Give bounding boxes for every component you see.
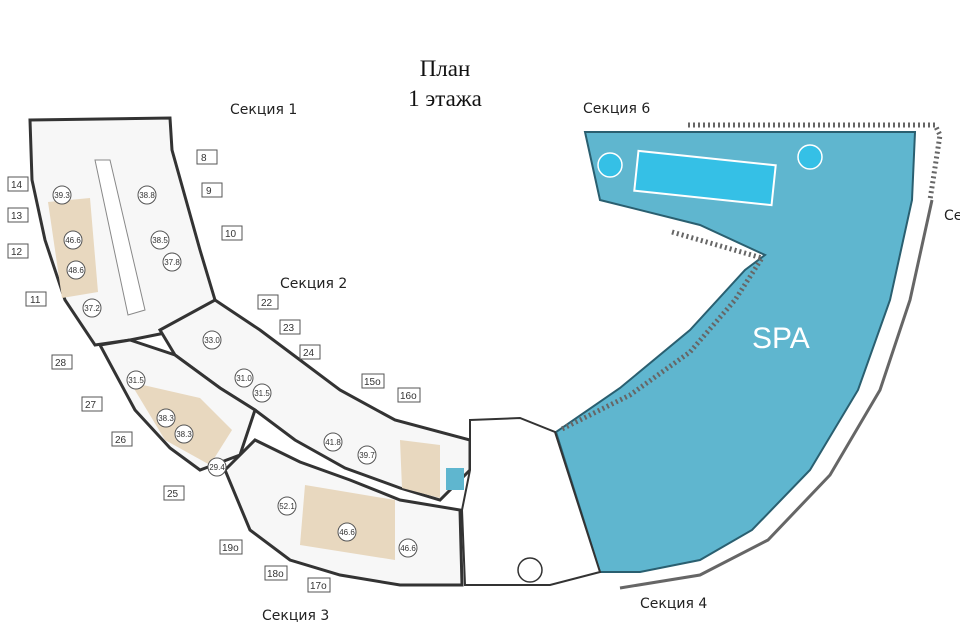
apt-area: 48.6 <box>68 266 84 275</box>
apt-number: 27 <box>85 400 97 411</box>
apt-area: 31.5 <box>254 389 270 398</box>
section-3-label: Секция 3 <box>262 608 330 624</box>
apt-number: 12 <box>11 247 23 258</box>
apartment-numbers: 8 9 10 11 12 13 14 22 23 24 15о 16о 25 2… <box>11 153 417 592</box>
section-5-label-partial: Се <box>944 208 960 224</box>
apt-area: 31.0 <box>236 374 252 383</box>
apt-number: 28 <box>55 358 67 369</box>
apt-area: 46.6 <box>339 528 355 537</box>
apt-area: 41.8 <box>325 438 341 447</box>
apt-area: 37.2 <box>84 304 100 313</box>
plan-title-line1: План <box>419 56 471 81</box>
spa-jacuzzi-left <box>597 152 623 178</box>
section-1-corridor <box>94 159 146 316</box>
apt-area: 38.8 <box>139 191 155 200</box>
apt-number: 9 <box>206 186 212 197</box>
spa-jacuzzi-right <box>797 144 823 170</box>
section-2-blue-room <box>446 468 464 490</box>
apt-number: 24 <box>303 348 315 359</box>
apt-number: 22 <box>261 298 273 309</box>
apt-number: 15о <box>364 377 381 388</box>
apt-area: 38.3 <box>158 414 174 423</box>
apt-number: 25 <box>167 489 179 500</box>
area-circles <box>52 185 418 558</box>
spa-label: SPA <box>752 322 810 355</box>
apt-area: 29.4 <box>209 463 225 472</box>
apt-number: 26 <box>115 435 127 446</box>
apt-area: 52.1 <box>279 502 295 511</box>
apt-number: 11 <box>30 295 41 306</box>
section-4-label: Секция 4 <box>640 596 708 612</box>
apt-number: 8 <box>201 153 207 164</box>
section-3-lower-highlight <box>300 485 395 560</box>
apt-number: 14 <box>11 180 23 191</box>
apt-area: 39.3 <box>54 191 70 200</box>
apartment-number-boxes <box>7 149 421 593</box>
revolving-door-icon <box>517 557 543 583</box>
apt-number: 19о <box>222 543 239 554</box>
apt-number: 16о <box>400 391 417 402</box>
apt-area: 38.3 <box>176 430 192 439</box>
apt-area: 37.8 <box>164 258 180 267</box>
lobby-area <box>460 416 602 586</box>
spa-roof-edge-top <box>688 122 943 201</box>
apt-number: 23 <box>283 323 295 334</box>
apt-area: 33.0 <box>204 336 220 345</box>
plan-title: План 1 этажа <box>330 54 560 114</box>
apt-area: 39.7 <box>359 451 375 460</box>
section-3-highlight <box>130 382 232 465</box>
plan-title-line2: 1 этажа <box>408 86 482 111</box>
spa-pool <box>633 149 777 207</box>
section-2-highlight <box>400 440 440 498</box>
section-2-label: Секция 2 <box>280 276 348 292</box>
apt-number: 17о <box>310 581 327 592</box>
apt-number: 10 <box>225 229 237 240</box>
spa-area <box>554 131 917 573</box>
section-6-label: Секция 6 <box>583 101 651 117</box>
apt-area: 46.6 <box>400 544 416 553</box>
apt-number: 18о <box>267 569 284 580</box>
watermark-text: циан <box>790 505 880 549</box>
apt-area: 38.5 <box>152 236 168 245</box>
section-1-label: Секция 1 <box>230 102 298 118</box>
spa-roof-edge-outer <box>619 199 934 590</box>
apt-area: 46.6 <box>65 236 81 245</box>
area-values: 39.3 46.6 48.6 37.2 38.8 38.5 37.8 33.0 … <box>54 191 416 553</box>
apt-number: 13 <box>11 211 23 222</box>
apt-area: 31.5 <box>128 376 144 385</box>
